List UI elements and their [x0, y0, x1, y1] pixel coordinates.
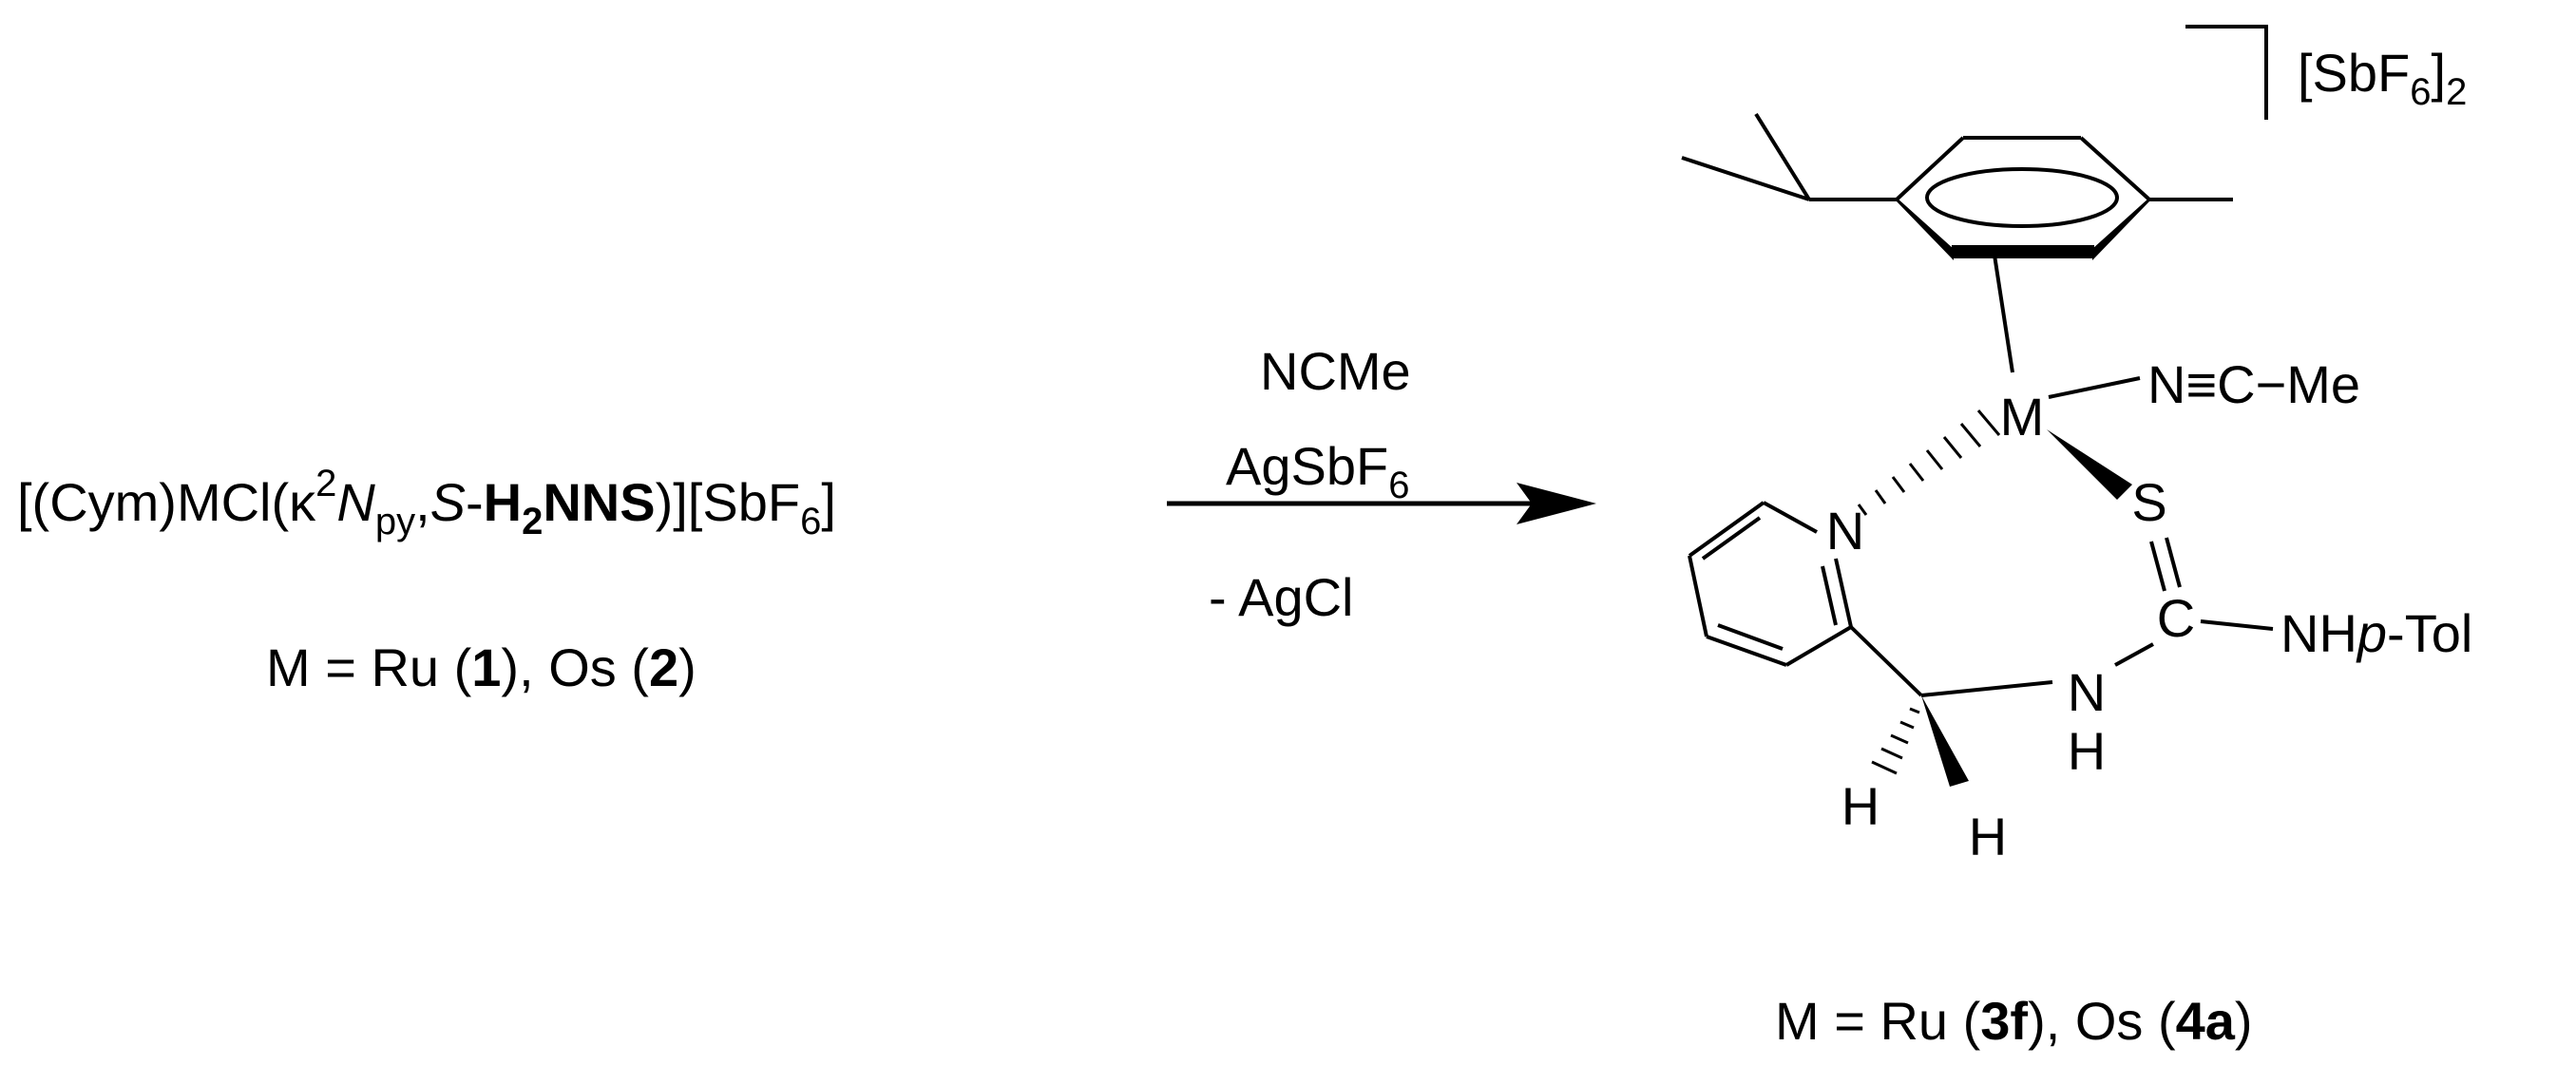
- condition-agcl: - AgCl: [1209, 567, 1354, 627]
- c-nh-bond: [2200, 619, 2274, 631]
- hashed-bond-m-n: [1857, 409, 2001, 516]
- ch2-bond: [1849, 625, 1923, 697]
- metal-atom: M: [2000, 387, 2045, 447]
- condition-ncme: NCMe: [1260, 341, 1411, 401]
- reaction-arrow: [1167, 483, 1596, 524]
- hashed-bond-ch2-h: [1871, 707, 1920, 775]
- sulfur-atom: S: [2131, 472, 2166, 532]
- arene-metal-bond: [1992, 248, 2014, 373]
- reactant-formula: [(Cym)MCl(κ2Npy,S-H2NNS)][SbF6]: [17, 463, 836, 542]
- cymene-ring: [1895, 136, 2151, 260]
- ring-nh-hydrogen: H: [2068, 721, 2106, 781]
- wedge-bond-ch2-h: [1921, 695, 1969, 787]
- c-s-double-bond: [2149, 537, 2182, 592]
- product-label: M = Ru (3f), Os (4a): [1775, 991, 2253, 1051]
- isopropyl-group: [1681, 112, 1897, 201]
- pyridine-nitrogen: N: [1826, 501, 1864, 561]
- hydrogen-right: H: [1969, 807, 2007, 866]
- thiourea-carbon: C: [2157, 588, 2195, 648]
- nh-ptol-group: NHp-Tol: [2280, 603, 2472, 663]
- metal-nitrile-bond: [2048, 376, 2141, 399]
- wedge-bond-m-s: [2047, 429, 2132, 500]
- condition-agsbf6: AgSbF6: [1226, 436, 1409, 506]
- ring-nitrogen: N: [2068, 662, 2106, 722]
- reactant-label: M = Ru (1), Os (2): [266, 637, 696, 697]
- pyridine-ring: [1688, 501, 1853, 667]
- n-c-bond: [2114, 642, 2154, 667]
- counterion-label: [SbF6]2: [2298, 43, 2467, 113]
- product-bracket: [2185, 25, 2268, 120]
- hydrogen-left: H: [1841, 776, 1880, 836]
- nitrile-ligand: N≡C−Me: [2147, 354, 2360, 414]
- ch2-n-bond: [1920, 680, 2053, 697]
